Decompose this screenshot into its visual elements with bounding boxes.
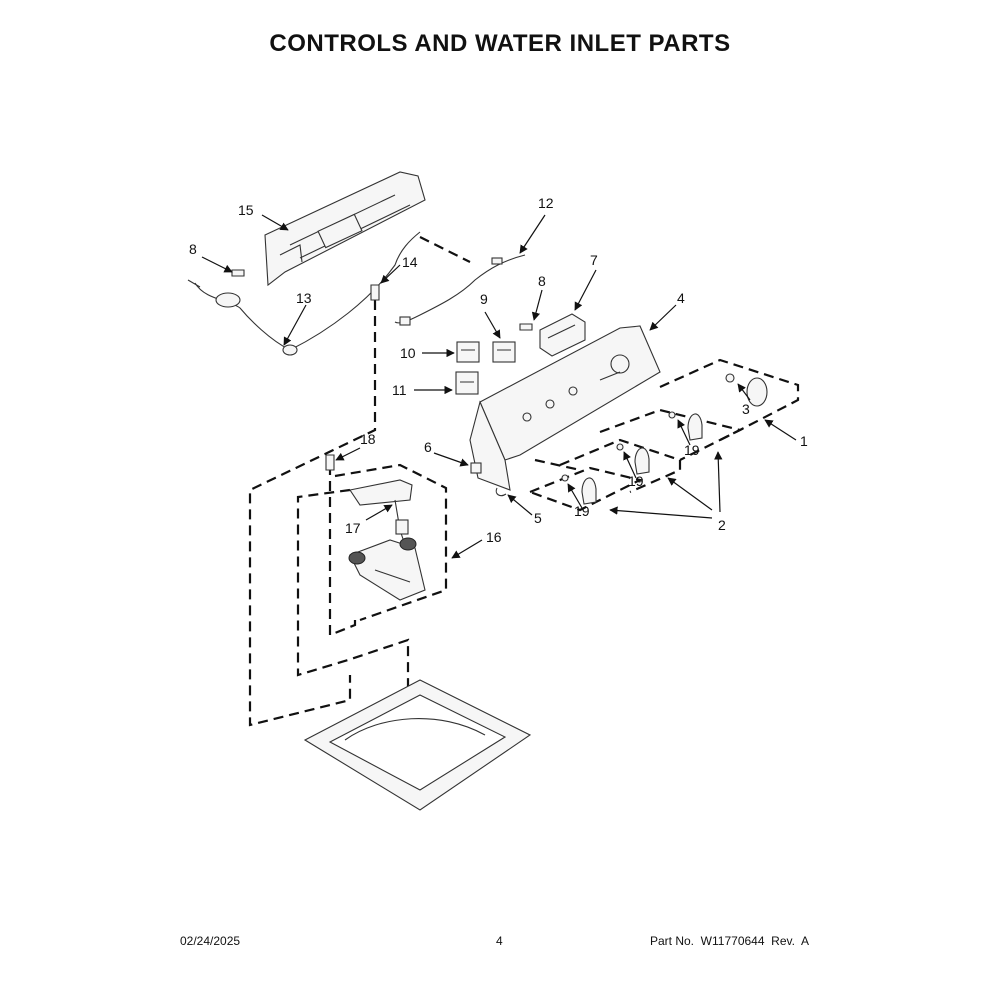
electronic-control-board (539, 313, 586, 357)
callout-3: 3 (742, 401, 750, 417)
callout-15: 15 (238, 202, 254, 218)
selector-switches (455, 341, 516, 395)
callout-9: 9 (480, 291, 488, 307)
callout-18: 18 (360, 431, 376, 447)
footer-date: 02/24/2025 (180, 934, 241, 948)
callout-12: 12 (538, 195, 554, 211)
assembly-dashed-lines (248, 236, 800, 727)
callout-10: 10 (400, 345, 416, 361)
callout-16: 16 (486, 529, 502, 545)
callout-6: 6 (424, 439, 432, 455)
callout-leaders (201, 214, 797, 559)
callout-5: 5 (534, 510, 542, 526)
callout-2: 2 (718, 517, 726, 533)
callout-7: 7 (590, 252, 598, 268)
wire-harness (394, 254, 526, 326)
footer-page-number: 4 (496, 934, 503, 948)
footer-part-number: Part No. W11770644 Rev. A (650, 934, 809, 948)
callout-1: 1 (800, 433, 808, 449)
power-cord (187, 231, 421, 356)
callout-14: 14 (402, 254, 418, 270)
washer-top-frame (303, 679, 532, 811)
control-panel-rear-cover (264, 171, 426, 287)
knobs (561, 373, 768, 505)
page-title: CONTROLS AND WATER INLET PARTS (269, 30, 731, 57)
callout-17: 17 (345, 520, 361, 536)
callout-19-top: 19 (684, 442, 700, 458)
screws (231, 269, 533, 471)
water-inlet-valve (348, 537, 426, 601)
callout-19-middle: 19 (628, 473, 644, 489)
callout-13: 13 (296, 290, 312, 306)
callout-8-top: 8 (189, 241, 197, 257)
callout-4: 4 (677, 290, 685, 306)
callout-8-right: 8 (538, 273, 546, 289)
callout-11: 11 (392, 382, 407, 398)
small-clips (470, 462, 507, 497)
callout-labels: 1 2 3 4 5 6 7 8 8 9 10 11 12 13 14 15 16… (189, 195, 808, 545)
callout-19-bottom: 19 (574, 503, 590, 519)
